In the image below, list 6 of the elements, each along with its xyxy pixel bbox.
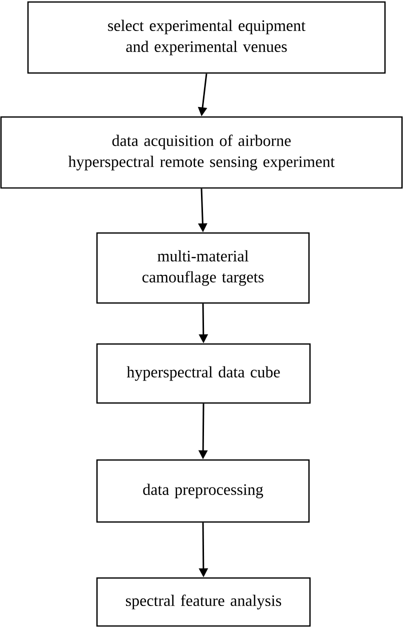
process-box: hyperspectral data cube	[96, 343, 311, 404]
process-box: multi-material camouflage targets	[96, 232, 310, 304]
process-box: select experimental equipment and experimental venues	[27, 1, 386, 74]
process-box: spectral feature analysis	[96, 577, 311, 627]
process-box: data acquisition of airborne hyperspectral remote sensing experiment	[0, 116, 403, 189]
process-box: data preprocessing	[96, 459, 310, 523]
